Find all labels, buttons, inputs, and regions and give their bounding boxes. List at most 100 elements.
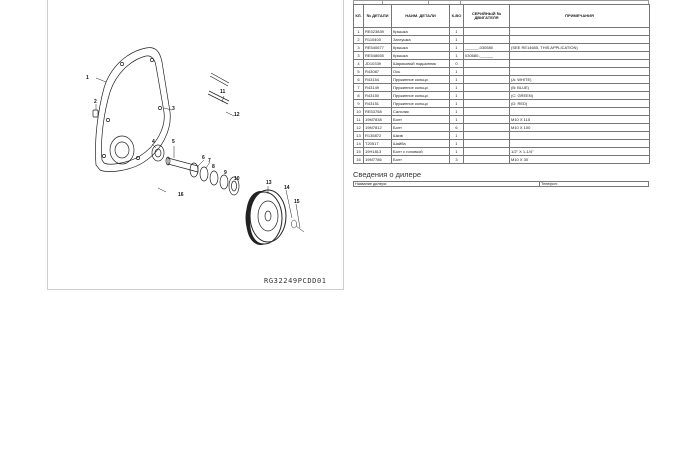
cell-num: 14 [353,139,364,148]
cell-part-no: RE53768 [363,107,392,116]
cell-serial [463,139,510,148]
cell-name: Болт [391,115,450,124]
callout-4: 4 [152,139,155,145]
cell-name: Болт с головкой [391,147,450,156]
cell-qty: 1 [449,51,464,60]
drawing-code: RG32249PCDD01 [264,277,327,285]
cell-notes: (B: BLUE) [509,83,650,92]
cell-qty: 6 [449,123,464,132]
header-notes: ПРИМЕЧАНИЯ [509,4,650,28]
cell-name: Крышка [391,27,450,36]
parts-table: КЛ. № ДЕТАЛИ НАИМ. ДЕТАЛИ К-ВО СЕРИЙНЫЙ … [353,4,650,164]
callout-2: 2 [94,99,97,105]
cell-notes [509,59,650,68]
cell-qty: 1 [449,91,464,100]
cell-serial [463,75,510,84]
cell-part-no: JD10339 [363,59,392,68]
cell-name: Крышка [391,51,450,60]
cell-name: Шкив [391,131,450,140]
cell-serial [463,99,510,108]
callout-1: 1 [86,75,89,81]
callout-13: 13 [266,180,272,186]
cell-qty: 1 [449,99,464,108]
cell-num: 2 [353,35,364,44]
cell-serial [463,123,510,132]
cell-serial [463,115,510,124]
cell-qty: 0 [449,59,464,68]
cell-part-no: R43151 [363,99,392,108]
callout-9: 9 [224,170,227,176]
cell-qty: 1 [449,35,464,44]
cell-num: 3 [353,51,364,60]
previous-table-strip [353,0,649,4]
cell-part-no: R43150 [363,91,392,100]
cell-qty: 1 [449,131,464,140]
cell-serial [463,131,510,140]
cell-notes [509,131,650,140]
header-qty: К-ВО [449,4,464,28]
cell-part-no: 19M7838 [363,115,392,124]
cell-name: Пружинное кольцо [391,75,450,84]
cell-notes [509,51,650,60]
diagram-drawing [92,47,305,245]
cell-serial [463,59,510,68]
cell-serial [463,107,510,116]
cell-num: 12 [353,123,364,132]
cell-num: 10 [353,107,364,116]
cell-notes [509,35,650,44]
cell-num: 13 [353,131,364,140]
cell-serial [463,147,510,156]
cell-num: 9 [353,99,364,108]
cell-name: Заглушка [391,35,450,44]
cell-serial [463,83,510,92]
dealer-phone-field: Телефон: [541,182,558,186]
cell-serial [463,27,510,36]
cell-num: 5 [353,67,364,76]
cell-notes [509,139,650,148]
cell-notes: M10 X 100 [509,123,650,132]
cell-num: 15 [353,147,364,156]
cell-num: 3 [353,43,364,52]
cell-name: Пружинное кольцо [391,91,450,100]
cell-part-no: 19M7812 [363,123,392,132]
cell-num: 6 [353,75,364,84]
cell-qty: 1 [449,75,464,84]
header-name: НАИМ. ДЕТАЛИ [391,4,450,28]
cell-qty: 1 [449,107,464,116]
callout-12: 12 [234,112,240,118]
callout-8: 8 [212,164,215,170]
cell-num: 8 [353,91,364,100]
dealer-name-field: Название дилера: [354,182,540,186]
header-part-no: № ДЕТАЛИ [363,4,392,28]
cell-qty: 1 [449,67,464,76]
callout-5: 5 [172,139,175,145]
cell-qty: 1 [449,115,464,124]
cell-part-no: 19M7786 [363,155,392,164]
dealer-info-box: Название дилера: Телефон: [353,181,649,187]
cell-notes: (C: GREEN) [509,91,650,100]
callout-10: 10 [234,176,240,182]
cell-serial [463,155,510,164]
cell-num: 7 [353,83,364,92]
cell-part-no: R43087 [363,67,392,76]
cell-name: Болт [391,123,450,132]
cell-part-no: RE523839 [363,27,392,36]
cell-notes: M10 X 115 [509,115,650,124]
